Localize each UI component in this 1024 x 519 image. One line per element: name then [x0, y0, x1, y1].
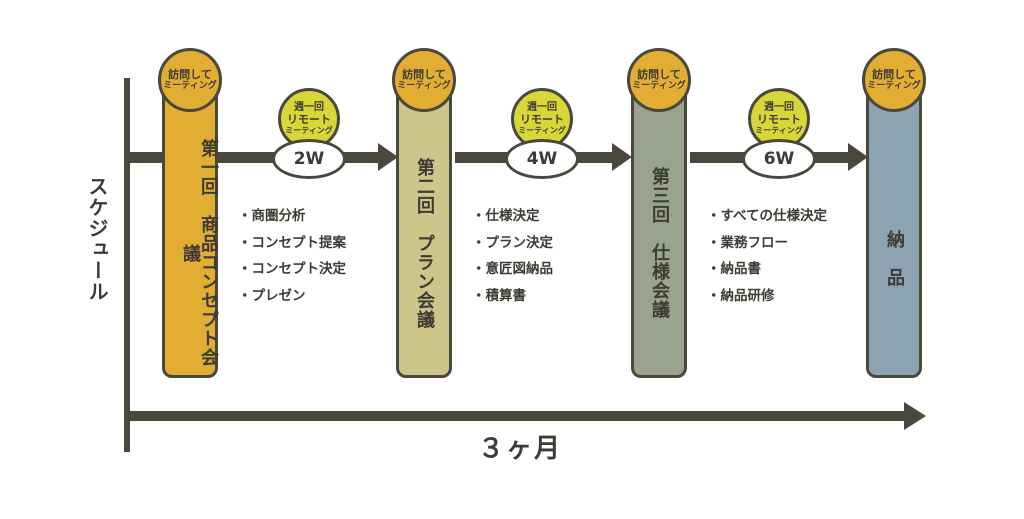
task-item: 業務フロー [707, 230, 827, 257]
remote-line3: ミーティング [518, 126, 566, 135]
week-marker-1: 2W [272, 139, 346, 179]
visit-line1: 訪問して [168, 68, 212, 81]
phase-pillar-1: 第一回 商品コンセプト会議 [162, 80, 219, 378]
phase-label-1: 第一回 商品コンセプト会議 [180, 139, 219, 367]
remote-line3: ミーティング [755, 126, 803, 135]
task-item: 納品研修 [707, 283, 827, 310]
visit-line1: 訪問して [872, 68, 916, 81]
remote-meeting-circle-1: 週一回 リモート ミーティング [278, 88, 340, 150]
remote-meeting-circle-2: 週一回 リモート ミーティング [511, 88, 573, 150]
task-item: 積算書 [472, 283, 553, 310]
task-list-1: 商圏分析 コンセプト提案 コンセプト決定 プレゼン [238, 203, 347, 310]
week-marker-2: 4W [505, 139, 579, 179]
task-item: コンセプト提案 [238, 230, 347, 257]
phase-label-2: 第二回 プラン会議 [414, 157, 435, 329]
remote-line1: 週一回 [294, 102, 324, 113]
duration-arrow-head [904, 402, 926, 430]
remote-line1: 週一回 [764, 102, 794, 113]
visit-line1: 訪問して [637, 68, 681, 81]
phase-label-4: 納 品 [884, 229, 905, 287]
task-item: すべての仕様決定 [707, 203, 828, 230]
visit-meeting-circle-1: 訪問して ミーティング [158, 48, 222, 112]
visit-meeting-circle-3: 訪問して ミーティング [627, 48, 691, 112]
visit-line2: ミーティング [397, 81, 451, 91]
task-item: コンセプト決定 [238, 256, 347, 283]
remote-line3: ミーティング [285, 126, 333, 135]
timeline-arrow-head-2 [612, 143, 632, 171]
visit-meeting-circle-2: 訪問して ミーティング [392, 48, 456, 112]
remote-line2: リモート [520, 113, 564, 126]
phase-pillar-2: 第二回 プラン会議 [396, 80, 452, 378]
task-list-3: すべての仕様決定 業務フロー 納品書 納品研修 [707, 203, 828, 310]
visit-line2: ミーティング [163, 81, 217, 91]
timeline-arrow-head-3 [848, 143, 868, 171]
task-item: 意匠図納品 [472, 256, 554, 283]
task-item: プラン決定 [472, 230, 554, 257]
phase-pillar-3: 第三回 仕様会議 [631, 80, 687, 378]
visit-line1: 訪問して [402, 68, 446, 81]
visit-meeting-circle-4: 訪問して ミーティング [862, 48, 926, 112]
timeline-arrow-head-1 [378, 143, 398, 171]
duration-axis-line [124, 411, 906, 421]
schedule-side-label: スケジュール [85, 176, 109, 302]
remote-line2: リモート [757, 113, 801, 126]
phase-label-3: 第三回 仕様会議 [649, 167, 670, 319]
task-list-2: 仕様決定 プラン決定 意匠図納品 積算書 [472, 203, 554, 310]
phase-pillar-4: 納 品 [866, 80, 922, 378]
task-item: 仕様決定 [472, 203, 553, 230]
vertical-axis-line [124, 78, 130, 452]
week-marker-3: 6W [742, 139, 816, 179]
task-item: 商圏分析 [238, 203, 346, 230]
task-item: 納品書 [707, 256, 827, 283]
task-item: プレゼン [238, 283, 346, 310]
timeline-segment-1 [128, 152, 390, 163]
remote-line1: 週一回 [527, 102, 557, 113]
duration-label: ３ヶ月 [477, 434, 562, 464]
remote-line2: リモート [287, 113, 331, 126]
visit-line2: ミーティング [867, 81, 921, 91]
visit-line2: ミーティング [632, 81, 686, 91]
